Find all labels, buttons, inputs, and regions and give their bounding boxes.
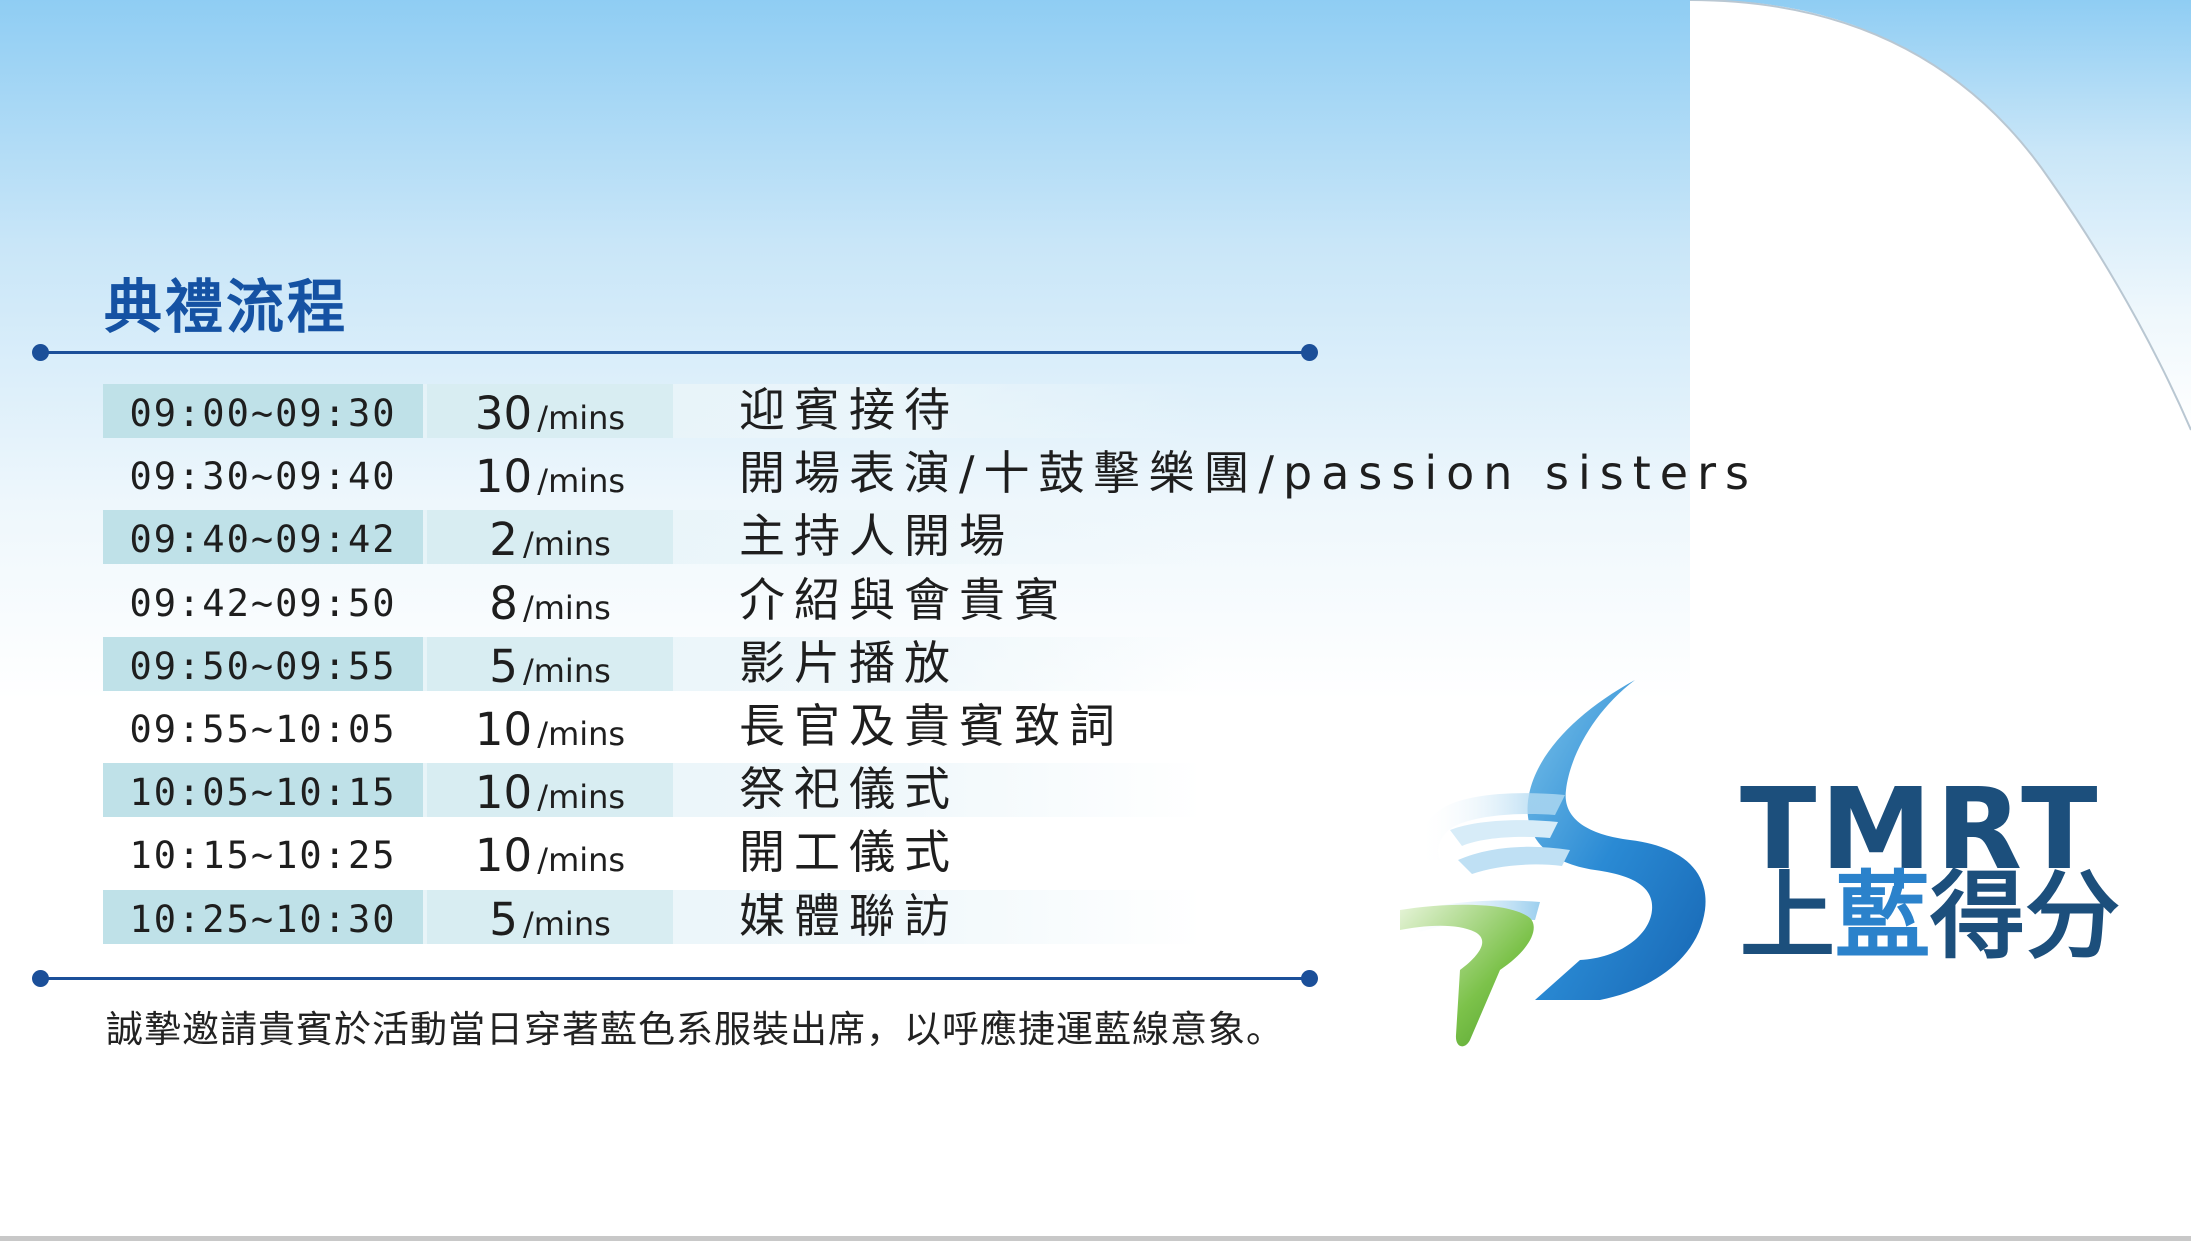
duration-value: 10 [474,450,533,504]
logo-wordmark: TMRT [1740,765,2102,895]
duration-unit: /mins [537,462,626,501]
schedule-row: 10:25~10:30 5 /mins 媒體聯訪 [103,889,1703,953]
schedule-row: 09:40~09:42 2 /mins 主持人開場 [103,509,1703,573]
divider-dot-left [32,970,49,987]
time-range: 09:30~09:40 [129,455,397,499]
time-range: 09:00~09:30 [103,384,423,438]
duration: 5 /mins [427,889,673,946]
title-divider [32,344,1318,361]
logo-slogan-part: 得分 [1930,862,2121,972]
page-title: 典禮流程 [104,273,349,341]
schedule-row: 09:55~10:05 10 /mins 長官及貴賓致詞 [103,699,1703,763]
agenda-item: 開場表演/十鼓擊樂團/passion sisters [739,446,1758,501]
duration: 8 /mins [427,574,673,630]
schedule-row: 09:00~09:30 30 /mins 迎賓接待 [103,383,1703,447]
duration-value: 8 [489,576,518,630]
schedule-row: 10:05~10:15 10 /mins 祭祀儀式 [103,762,1703,826]
duration-unit: /mins [537,841,626,880]
time-range: 10:05~10:15 [103,763,423,818]
divider-dot-left [32,344,49,361]
duration: 5 /mins [427,636,673,693]
schedule-row: 09:30~09:40 10 /mins 開場表演/十鼓擊樂團/passion … [103,446,1748,510]
duration: 30 /mins [427,384,673,440]
duration: 10 /mins [427,826,673,883]
duration-value: 30 [474,387,533,440]
agenda-item: 開工儀式 [739,825,959,880]
schedule-row: 09:42~09:50 8 /mins 介紹與會貴賓 [103,573,1703,637]
divider-dot-right [1301,970,1318,987]
time-range: 10:25~10:30 [103,889,423,944]
duration: 10 /mins [427,763,673,820]
duration-value: 5 [489,892,518,946]
duration-value: 2 [489,513,518,567]
duration-unit: /mins [522,588,611,627]
duration-unit: /mins [537,399,626,437]
agenda-item: 影片播放 [739,635,959,690]
duration: 2 /mins [427,510,673,567]
tmrt-logo-icon [1400,680,1706,1047]
bottom-border [0,1236,2191,1241]
logo-slogan-part: 上 [1740,862,1836,972]
time-range: 09:42~09:50 [129,581,397,625]
duration-unit: /mins [522,904,611,943]
dress-code-note: 誠摯邀請貴賓於活動當日穿著藍色系服裝出席，以呼應捷運藍線意象。 [106,1008,1284,1051]
agenda-item: 介紹與會貴賓 [739,572,1069,627]
schedule-row: 10:15~10:25 10 /mins 開工儀式 [103,825,1703,889]
time-range: 10:15~10:25 [129,834,397,878]
duration-value: 10 [474,702,533,756]
schedule-row: 09:50~09:55 5 /mins 影片播放 [103,636,1703,700]
time-range: 09:50~09:55 [103,636,423,691]
time-range: 09:40~09:42 [103,510,423,565]
agenda-item: 媒體聯訪 [739,888,959,943]
logo-slogan: 上藍得分 [1740,862,2120,972]
agenda-item: 主持人開場 [739,509,1014,564]
divider-dot-right [1301,344,1318,361]
duration: 10 /mins [427,447,673,504]
ceremony-schedule: 09:00~09:30 30 /mins 迎賓接待 09:30~09:40 10… [103,383,1749,953]
duration-value: 10 [474,766,533,820]
duration-value: 10 [474,829,533,883]
duration-unit: /mins [537,778,626,817]
duration-unit: /mins [537,714,626,753]
logo-slogan-accent: 藍 [1835,862,1931,972]
duration-unit: /mins [522,651,611,690]
footer-divider [32,970,1318,987]
duration-unit: /mins [522,525,611,564]
duration-value: 5 [489,639,518,693]
duration: 10 /mins [427,700,673,756]
agenda-item: 迎賓接待 [739,383,959,437]
agenda-item: 長官及貴賓致詞 [739,698,1124,753]
time-range: 09:55~10:05 [129,707,397,751]
agenda-item: 祭祀儀式 [739,762,959,817]
